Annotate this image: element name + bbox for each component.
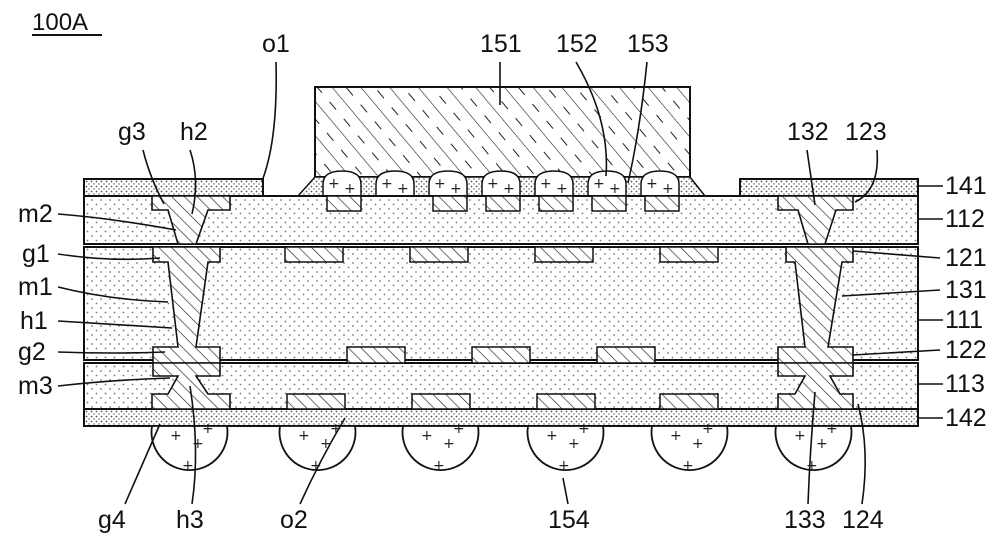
label-122: 122	[945, 336, 987, 364]
label-m1: m1	[18, 273, 53, 301]
label-121: 121	[945, 244, 987, 272]
plus-mark: +	[682, 458, 694, 474]
plus-mark: +	[593, 176, 605, 192]
label-h1: h1	[20, 307, 48, 335]
plus-mark: +	[298, 428, 310, 444]
plus-mark: +	[558, 458, 570, 474]
plus-mark: +	[568, 436, 580, 452]
figure-title: 100A	[32, 9, 88, 36]
pads-124	[286, 393, 719, 410]
plus-mark: +	[540, 176, 552, 192]
label-153: 153	[627, 30, 669, 58]
plus-mark: +	[609, 181, 621, 197]
plus-mark: +	[670, 428, 682, 444]
plus-mark: +	[453, 421, 465, 437]
pads-123	[326, 195, 680, 212]
label-152: 152	[556, 30, 598, 58]
label-o2: o2	[280, 506, 308, 534]
label-h3: h3	[176, 506, 204, 534]
plus-texture: ++++++++++++++++++++++++++++++++++++++	[170, 176, 838, 474]
label-131: 131	[945, 276, 987, 304]
label-123: 123	[845, 118, 887, 146]
label-151: 151	[480, 30, 522, 58]
plus-mark: +	[344, 181, 356, 197]
plus-mark: +	[450, 181, 462, 197]
plus-mark: +	[816, 436, 828, 452]
plus-mark: +	[381, 176, 393, 192]
label-133: 133	[784, 506, 826, 534]
plus-mark: +	[397, 181, 409, 197]
plus-mark: +	[182, 458, 194, 474]
reference-labels: o1 151 152 153 g3 h2 132 123 141 m2 112 …	[18, 30, 987, 534]
left-via-stack	[151, 195, 231, 410]
label-o1: o1	[262, 30, 290, 58]
label-141: 141	[945, 172, 987, 200]
plus-mark: +	[503, 181, 515, 197]
plus-mark: +	[421, 428, 433, 444]
plus-mark: +	[170, 428, 182, 444]
label-142: 142	[945, 404, 987, 432]
label-h2: h2	[180, 118, 208, 146]
plus-mark: +	[434, 176, 446, 192]
insulating-layer-111	[83, 246, 919, 361]
pattern-122	[346, 346, 656, 364]
label-124: 124	[842, 506, 884, 534]
plus-mark: +	[646, 176, 658, 192]
label-154: 154	[548, 506, 590, 534]
plus-mark: +	[826, 421, 838, 437]
label-g1: g1	[22, 240, 50, 268]
leader-lines	[57, 61, 943, 505]
plus-mark: +	[692, 436, 704, 452]
label-m2: m2	[18, 200, 53, 228]
plus-mark: +	[702, 421, 714, 437]
solder-balls-154	[150, 425, 853, 472]
plus-mark: +	[556, 181, 568, 197]
plus-mark: +	[443, 436, 455, 452]
label-113: 113	[945, 370, 985, 398]
plus-mark: +	[192, 436, 204, 452]
plus-mark: +	[794, 428, 806, 444]
plus-mark: +	[310, 458, 322, 474]
plus-mark: +	[806, 458, 818, 474]
label-g3: g3	[118, 118, 146, 146]
solder-bumps-152	[322, 170, 680, 197]
plus-mark: +	[202, 421, 214, 437]
plus-mark: +	[433, 458, 445, 474]
chip-151	[314, 86, 691, 178]
label-112: 112	[945, 205, 985, 233]
plus-mark: +	[662, 181, 674, 197]
label-111: 111	[945, 306, 983, 334]
plus-mark: +	[328, 176, 340, 192]
plus-mark: +	[578, 421, 590, 437]
label-g2: g2	[18, 338, 46, 366]
plus-mark: +	[546, 428, 558, 444]
label-g4: g4	[98, 506, 126, 534]
plus-mark: +	[487, 176, 499, 192]
right-via-stack	[777, 195, 854, 410]
plus-mark: +	[330, 421, 342, 437]
solder-resist-141-right	[739, 178, 919, 197]
label-132: 132	[787, 118, 829, 146]
label-m3: m3	[18, 372, 53, 400]
solder-resist-141-left	[83, 178, 264, 197]
pattern-121	[284, 246, 719, 263]
plus-mark: +	[320, 436, 332, 452]
